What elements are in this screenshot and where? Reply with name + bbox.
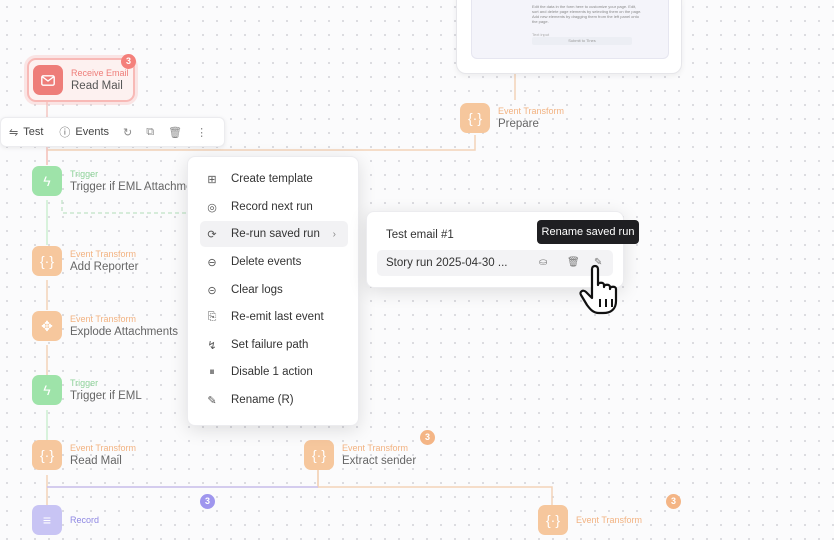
page-preview: Edit the data in the form here to custom…: [471, 0, 669, 59]
test-icon: ⇋: [9, 126, 19, 139]
transform-icon: {·}: [460, 103, 490, 133]
menu-item-create-template[interactable]: ⊞ Create template: [200, 166, 348, 192]
node-event-transform-bottom[interactable]: {·} Event Transform: [538, 500, 642, 540]
menu-item-label: Re-run saved run: [231, 228, 320, 240]
node-type: Event Transform: [576, 514, 643, 525]
node-type: Event Transform: [342, 442, 409, 453]
node-name: Read Mail: [71, 79, 123, 92]
menu-item-reemit-last-event[interactable]: ⎘ Re-emit last event: [200, 304, 348, 330]
transform-icon: {·}: [32, 246, 62, 276]
node-read-mail-transform[interactable]: {·} Event Transform Read Mail: [32, 435, 136, 475]
connector-lines: [46, 72, 553, 505]
mail-icon: [33, 65, 63, 95]
node-type: Event Transform: [498, 105, 565, 116]
node-prepare[interactable]: {·} Event Transform Prepare: [460, 98, 564, 138]
menu-item-label: Set failure path: [231, 339, 309, 351]
node-extract-sender[interactable]: {·} Event Transform Extract sender: [304, 435, 416, 475]
menu-item-rerun-saved-run[interactable]: ⟳ Re-run saved run ›: [200, 221, 348, 247]
refresh-icon[interactable]: ↻: [123, 126, 133, 139]
clear-logs-icon: ⊝: [207, 284, 217, 297]
transform-icon: {·}: [32, 440, 62, 470]
pencil-icon: ✎: [207, 394, 217, 407]
test-button[interactable]: ⇋ Test: [9, 126, 43, 139]
event-count-badge: 3: [666, 494, 681, 509]
preview-text: Edit the data in the form here to custom…: [532, 4, 642, 24]
trash-icon[interactable]: 🗑: [168, 126, 183, 139]
record-node-icon: ≡: [32, 505, 62, 535]
node-add-reporter[interactable]: {·} Event Transform Add Reporter: [32, 241, 138, 281]
menu-item-label: Rename (R): [231, 394, 294, 406]
node-type: Event Transform: [70, 442, 137, 453]
saved-run-group-title: Test email #1: [386, 229, 454, 241]
node-explode-attachments[interactable]: ✥ Event Transform Explode Attachments: [32, 306, 178, 346]
record-icon: ◎: [207, 201, 217, 214]
events-label: Events: [75, 126, 110, 138]
transform-icon: {·}: [538, 505, 568, 535]
lightning-icon: ϟ: [32, 375, 62, 405]
node-type: Receive Email: [71, 67, 129, 78]
context-menu: ⊞ Create template ◎ Record next run ⟳ Re…: [187, 156, 359, 426]
failure-path-icon: ↯: [207, 339, 217, 352]
delete-events-icon: ⊖: [207, 256, 217, 269]
more-icon[interactable]: ⋮: [196, 126, 208, 139]
node-type: Trigger: [70, 168, 99, 179]
chevron-right-icon: ›: [332, 228, 336, 240]
node-receive-email[interactable]: Receive Email Read Mail: [27, 58, 135, 102]
saved-runs-submenu: Test email #1 Story run 2025-04-30 ... ⛀…: [366, 211, 624, 288]
reemit-icon: ⎘: [207, 310, 217, 323]
duplicate-icon[interactable]: ⧉: [146, 125, 155, 138]
menu-item-set-failure-path[interactable]: ↯ Set failure path: [200, 332, 348, 358]
event-count-badge: 3: [121, 54, 136, 69]
menu-item-label: Create template: [231, 173, 313, 185]
menu-item-delete-events[interactable]: ⊖ Delete events: [200, 249, 348, 275]
menu-item-label: Disable 1 action: [231, 366, 313, 378]
trash-icon[interactable]: 🗑: [567, 257, 580, 268]
node-record[interactable]: ≡ Record: [32, 500, 99, 540]
node-name: Prepare: [498, 117, 539, 130]
events-icon: ⓘ: [59, 127, 71, 139]
rerun-run-icon[interactable]: ⛀: [539, 257, 548, 268]
template-icon: ⊞: [207, 173, 217, 186]
tooltip: Rename saved run: [537, 220, 639, 244]
lightning-icon: ϟ: [32, 166, 62, 196]
node-type: Event Transform: [70, 248, 137, 259]
node-type: Record: [70, 514, 100, 525]
node-type: Trigger: [70, 377, 99, 388]
preview-submit-button: Submit to Tines: [532, 37, 632, 45]
saved-run-item[interactable]: Story run 2025-04-30 ... ⛀ 🗑 ✎: [377, 250, 613, 276]
node-trigger-eml-attachment[interactable]: ϟ Trigger Trigger if EML Attachment: [32, 161, 202, 201]
menu-item-record-next-run[interactable]: ◎ Record next run: [200, 194, 348, 220]
node-name: Extract sender: [342, 454, 417, 467]
preview-field-label: Text input: [532, 32, 550, 37]
event-count-badge: 3: [200, 494, 215, 509]
hand-cursor-icon: [579, 264, 618, 315]
page-preview-card[interactable]: Edit the data in the form here to custom…: [456, 0, 682, 74]
rerun-icon: ⟳: [207, 228, 217, 241]
menu-item-label: Clear logs: [231, 284, 283, 296]
node-name: Trigger if EML: [70, 389, 142, 402]
test-label: Test: [23, 126, 44, 138]
pause-icon: ⏸: [209, 365, 215, 378]
menu-item-disable-action[interactable]: ⏸ Disable 1 action: [200, 359, 348, 385]
menu-item-label: Record next run: [231, 201, 313, 213]
node-name: Read Mail: [70, 454, 122, 467]
saved-run-label: Story run 2025-04-30 ...: [386, 257, 508, 269]
node-name: Explode Attachments: [70, 325, 179, 338]
menu-item-label: Delete events: [231, 256, 302, 268]
node-trigger-eml[interactable]: ϟ Trigger Trigger if EML: [32, 370, 142, 410]
node-name: Add Reporter: [70, 260, 139, 273]
menu-item-label: Re-emit last event: [231, 311, 324, 323]
pencil-icon[interactable]: ✎: [594, 257, 603, 268]
event-count-badge: 3: [420, 430, 435, 445]
node-type: Event Transform: [70, 313, 137, 324]
menu-item-clear-logs[interactable]: ⊝ Clear logs: [200, 277, 348, 303]
transform-icon: {·}: [304, 440, 334, 470]
events-button[interactable]: ⓘ Events: [59, 124, 109, 140]
node-toolbar: ⇋ Test ⓘ Events ↻ ⧉ 🗑 ⋮: [0, 117, 225, 147]
menu-item-rename[interactable]: ✎ Rename (R): [200, 387, 348, 413]
node-name: Trigger if EML Attachment: [70, 180, 203, 193]
explode-icon: ✥: [32, 311, 62, 341]
